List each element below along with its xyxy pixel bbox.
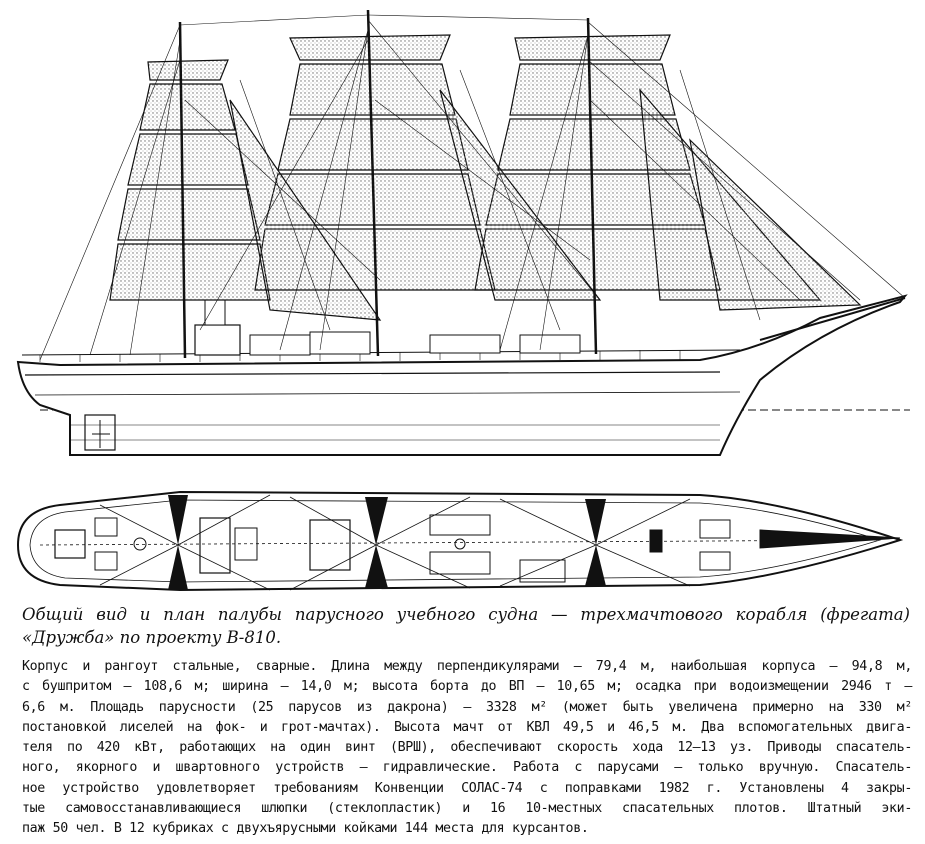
text-line: с бушпритом — 108,6 м; ширина — 14,0 м; … bbox=[22, 679, 912, 695]
masts bbox=[178, 9, 598, 359]
mast-fans bbox=[168, 495, 606, 590]
text-line: паж 50 чел. В 12 кубриках с двухъярусным… bbox=[22, 821, 589, 837]
side-elevation bbox=[16, 9, 910, 456]
figure-caption: Общий вид и план палубы парусного учебно… bbox=[22, 605, 910, 647]
ship-drawing bbox=[16, 9, 910, 592]
text-line: постановкой лиселей на фок- и грот-мачта… bbox=[22, 719, 912, 735]
text-line: ного, якорного и швартовного устройств —… bbox=[22, 760, 912, 776]
sails bbox=[109, 34, 862, 321]
text-line: теля по 420 кВт, работающих на один винт… bbox=[22, 740, 912, 756]
text-line: Корпус и рангоут стальные, сварные. Длин… bbox=[22, 659, 912, 674]
deck-plan bbox=[16, 490, 904, 592]
rigging bbox=[39, 14, 906, 361]
text-line: ное устройство удовлетворяет требованиям… bbox=[22, 780, 912, 796]
text-line: тые самовосстанавливающиеся шлюпки (стек… bbox=[22, 801, 912, 817]
deck-outline bbox=[16, 490, 904, 592]
text-line: 6,6 м. Площадь парусности (25 парусов из… bbox=[22, 699, 912, 715]
specifications-text: Корпус и рангоут стальные, сварные. Длин… bbox=[22, 657, 912, 840]
hull-outline bbox=[16, 294, 908, 456]
